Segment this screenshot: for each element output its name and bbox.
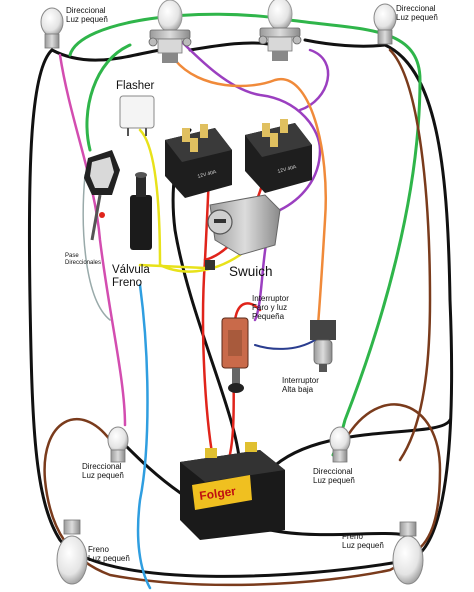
wire-green-2 bbox=[85, 43, 132, 152]
wire-brown-right bbox=[343, 403, 442, 557]
label-dir-top-right: Direccional Luz pequeñ bbox=[396, 4, 438, 23]
label-freno-left: Freno Luz pequeñ bbox=[88, 545, 130, 564]
wire-yellow-2 bbox=[138, 263, 207, 270]
wire-magenta bbox=[58, 53, 127, 427]
wire-blue bbox=[136, 283, 152, 590]
label-dir-mid-right: Direccional Luz pequeñ bbox=[313, 467, 355, 486]
bulb-bottom-right bbox=[392, 521, 424, 585]
battery-brand: Folger bbox=[198, 484, 237, 503]
bulb-mid-right bbox=[329, 426, 351, 463]
label-freno-right: Freno Luz pequeñ bbox=[342, 532, 384, 551]
bulb-bottom-left bbox=[56, 519, 88, 585]
bulb-mid-left bbox=[107, 426, 129, 463]
wire-black-mid bbox=[268, 418, 452, 472]
label-interruptor-alta: Interruptor Alta baja bbox=[282, 376, 319, 395]
label-swuich: Swuich bbox=[229, 264, 273, 279]
high-low-switch bbox=[310, 320, 336, 372]
wire-brown-left bbox=[43, 418, 409, 587]
wire-darkblue bbox=[254, 339, 316, 350]
headlight-switch bbox=[221, 317, 249, 393]
label-dir-top-left: Direccional Luz pequeñ bbox=[66, 6, 108, 25]
relay-right bbox=[245, 119, 312, 193]
bulb-top-right bbox=[373, 3, 397, 45]
flasher-unit bbox=[119, 95, 155, 136]
wire-white-gray bbox=[82, 174, 111, 321]
relay-left-text: 12V 40A bbox=[197, 169, 218, 180]
wire-purple-2 bbox=[298, 48, 330, 112]
ignition-switch bbox=[205, 194, 281, 270]
turn-signal-switch bbox=[84, 150, 120, 241]
wire-brown-top bbox=[388, 48, 432, 462]
label-interruptor-faro: Interruptor Faro y luz Pequeña bbox=[252, 294, 289, 322]
brake-valve bbox=[130, 172, 152, 250]
headlamp-bulb-left bbox=[148, 0, 192, 63]
relay-left bbox=[165, 124, 232, 198]
battery bbox=[180, 442, 285, 540]
wire-orange bbox=[173, 58, 327, 327]
wire-black-outer bbox=[27, 43, 454, 578]
headlamp-bulb-right bbox=[258, 0, 302, 61]
label-valvula-freno: Válvula Freno bbox=[112, 264, 150, 290]
bulb-top-left bbox=[40, 7, 64, 49]
label-flasher: Flasher bbox=[116, 80, 155, 92]
relay-right-text: 12V 40A bbox=[277, 164, 298, 175]
label-dir-mid-left: Direccional Luz pequeñ bbox=[82, 462, 124, 481]
label-pase-direccionales: Pase Direccionales bbox=[65, 253, 102, 266]
wire-black-top bbox=[50, 38, 387, 62]
